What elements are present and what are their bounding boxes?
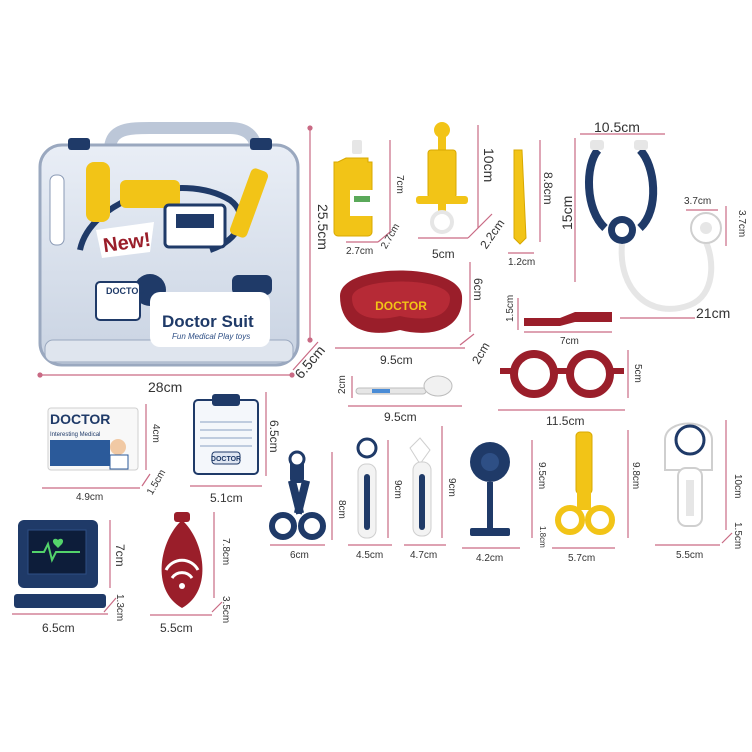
glasses-toy (500, 350, 624, 398)
clamp-dimension-lines (552, 430, 629, 549)
tray-dimension-lines (335, 262, 475, 349)
monitor-width-label: 6.5cm (42, 621, 75, 635)
mirror-height-label: 9cm (392, 480, 403, 499)
tweezer-dimension-lines (508, 140, 541, 254)
spoon-dimension-lines (348, 376, 462, 407)
syringe-width-label: 5cm (432, 247, 455, 261)
stethoscope-chest-a-label: 3.7cm (684, 196, 712, 207)
glasses-width-label: 11.5cm (546, 414, 585, 428)
otoscope-toy (409, 437, 432, 537)
scalpel-height-label: 1.5cm (505, 294, 516, 322)
spoon-height-label: 2cm (337, 375, 348, 394)
mirror-dimension-lines (348, 440, 392, 546)
monitor-dimension-lines (12, 520, 117, 615)
tray-width-label: 9.5cm (380, 353, 413, 367)
bulb-width-label: 5.5cm (160, 621, 193, 635)
case-subtitle: Fun Medical Play toys (172, 332, 251, 341)
head-reflector-toy (470, 442, 510, 536)
clamp-height-label: 9.8cm (630, 462, 641, 490)
otoscope-height-label: 9cm (446, 478, 457, 497)
bulb-height-label: 7.8cm (220, 538, 231, 566)
kidney-tray-toy: DOCTOR (340, 270, 463, 333)
case-title: Doctor Suit (162, 312, 254, 331)
tweezer-height-label: 8.8cm (541, 172, 555, 205)
case-height-label: 25.5cm (315, 204, 331, 250)
glasses-dimension-lines (498, 350, 629, 411)
stethoscope-height-label: 15cm (559, 195, 575, 230)
thermometer-toy (664, 422, 713, 527)
scalpel-width-label: 7cm (560, 336, 579, 347)
reflector-dimension-lines (462, 440, 533, 549)
blood-pressure-bulb-toy (161, 512, 203, 608)
reflector-depth-label: 1.8cm (538, 526, 547, 548)
card-tagline: Interesting Medical (50, 432, 100, 438)
reflector-width-label: 4.2cm (476, 553, 504, 564)
syringe-height-label: 10cm (481, 148, 497, 183)
card-height-label: 4cm (150, 424, 161, 443)
thermometer-depth-label: 1.5cm (732, 522, 743, 550)
thermometer-height-label: 10cm (732, 474, 743, 499)
bottle-toy (333, 140, 374, 237)
clamp-toy (555, 431, 615, 535)
glasses-height-label: 5cm (632, 364, 643, 383)
case-width-label: 28cm (148, 379, 183, 395)
syringe-dimension-lines (418, 125, 493, 239)
tweezer-width-label: 1.2cm (508, 257, 536, 268)
tray-height-label: 6cm (471, 278, 485, 301)
stethoscope-length-label: 21cm (696, 305, 731, 321)
card-dimension-lines (42, 404, 151, 489)
case-dimension-lines (37, 125, 319, 378)
monitor-toy (14, 520, 106, 608)
clipboard-toy: DOCTOR (193, 394, 259, 475)
bottle-dimension-lines (346, 140, 391, 243)
tweezer-toy (513, 149, 527, 245)
otoscope-dimension-lines (404, 426, 446, 546)
clipboard-height-label: 6.5cm (267, 420, 281, 453)
scissors-width-label: 6cm (290, 550, 309, 561)
case-brand-label: DOCTOR (106, 286, 145, 296)
clipboard-brand-label: DOCTOR (211, 456, 241, 463)
stethoscope-chest-b-label: 3.7cm (736, 210, 747, 238)
stethoscope-dimension-lines (574, 133, 727, 319)
card-brand-label: DOCTOR (50, 411, 110, 427)
syringe-toy (416, 122, 468, 234)
clipboard-dimension-lines (190, 392, 267, 487)
scalpel-toy (524, 312, 612, 326)
spoon-width-label: 9.5cm (384, 410, 417, 424)
toy-case (38, 122, 300, 367)
stethoscope-toy (585, 140, 722, 312)
bottle-height-label: 7cm (394, 175, 405, 194)
bottle-width-label: 2.7cm (346, 246, 374, 257)
otoscope-width-label: 4.7cm (410, 550, 438, 561)
monitor-height-label: 7cm (113, 544, 127, 567)
card-width-label: 4.9cm (76, 492, 104, 503)
tongue-depressor-toy (355, 375, 453, 397)
bulb-depth-label: 3.5cm (220, 596, 231, 624)
bulb-dimension-lines (150, 512, 223, 616)
scissors-height-label: 8cm (336, 500, 347, 519)
scalpel-dimension-lines (517, 298, 612, 333)
reflector-height-label: 9.5cm (536, 462, 547, 490)
clipboard-width-label: 5.1cm (210, 491, 243, 505)
dental-mirror-toy (356, 437, 378, 539)
scissors-dimension-lines (270, 452, 333, 546)
tray-brand-label: DOCTOR (375, 299, 427, 313)
doctor-card-toy: DOCTOR Interesting Medical (47, 407, 139, 471)
thermometer-width-label: 5.5cm (676, 550, 704, 561)
scissors-toy (269, 450, 326, 540)
monitor-depth-label: 1.3cm (114, 594, 125, 622)
mirror-width-label: 4.5cm (356, 550, 384, 561)
clamp-width-label: 5.7cm (568, 553, 596, 564)
thermometer-dimension-lines (655, 420, 733, 546)
stethoscope-top-label: 10.5cm (594, 119, 640, 135)
